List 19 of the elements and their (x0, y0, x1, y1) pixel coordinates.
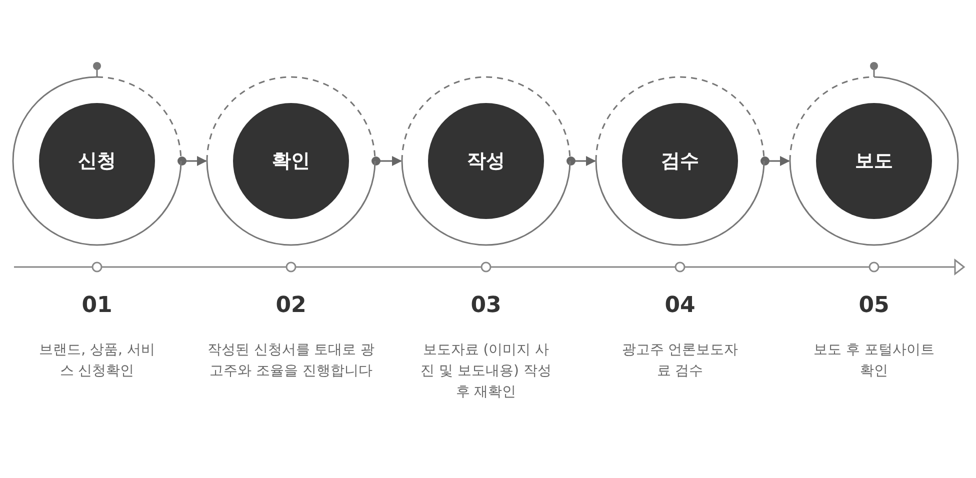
step-number: 04 (664, 293, 696, 318)
step-description: 보도자료 (이미지 사진 및 보도내용) 작성 후 재확인 (420, 341, 552, 402)
step-circle: 신청 (39, 103, 155, 219)
step-description: 광고주 언론보도자료 검수 (620, 341, 740, 381)
step-number: 02 (274, 293, 308, 318)
step-number: 05 (858, 293, 890, 318)
step-description: 브랜드, 상품, 서비스 신청확인 (38, 341, 156, 381)
step-circle: 확인 (233, 103, 349, 219)
step-circle: 검수 (622, 103, 738, 219)
arrow (372, 156, 402, 166)
arrow (566, 156, 596, 166)
step-description: 작성된 신청서를 토대로 광고주와 조율을 진행합니다 (206, 341, 376, 381)
arrow (178, 156, 207, 166)
step-circle: 보도 (816, 103, 932, 219)
step-description: 보도 후 포털사이트 확인 (812, 341, 936, 381)
step-number: 01 (80, 293, 114, 318)
arrow (760, 156, 790, 166)
step-circle: 작성 (428, 103, 544, 219)
step-number: 03 (470, 293, 502, 318)
